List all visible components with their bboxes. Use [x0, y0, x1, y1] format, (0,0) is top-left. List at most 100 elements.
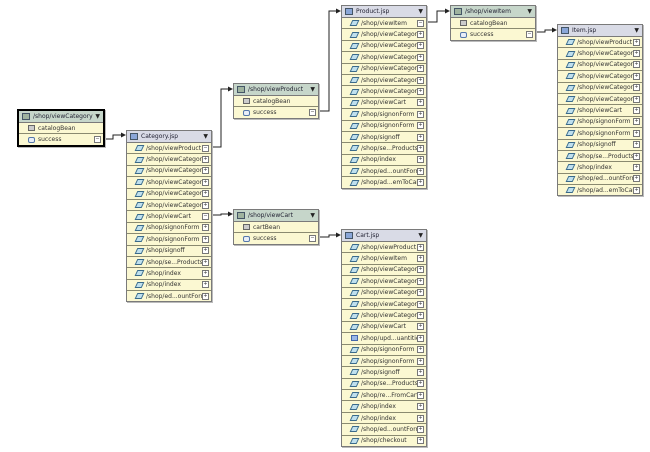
node-row[interactable]: /shop/index +	[127, 279, 211, 292]
node-row[interactable]: /shop/viewCategory +	[558, 59, 642, 72]
expand-icon[interactable]: +	[417, 437, 424, 445]
node-row[interactable]: /shop/viewCategory +	[342, 74, 426, 87]
expand-icon[interactable]: +	[202, 201, 209, 209]
node-row[interactable]: /shop/se...Products +	[558, 150, 642, 163]
node-header[interactable]: Category.jsp ▼	[127, 131, 211, 143]
node-row[interactable]: /shop/viewCategory +	[342, 264, 426, 277]
node-row[interactable]: /shop/signoff +	[558, 139, 642, 151]
expand-icon[interactable]: +	[417, 255, 424, 263]
node-row[interactable]: /shop/viewCart +	[342, 321, 426, 334]
node-row[interactable]: /shop/viewCategory +	[558, 82, 642, 94]
viewCart-action-node[interactable]: /shop/viewCart ▼ cartBean success −	[233, 209, 319, 245]
node-row[interactable]: /shop/viewCategory +	[342, 298, 426, 311]
node-header[interactable]: /shop/viewCategory ▼	[19, 111, 103, 123]
viewItem-action-node[interactable]: /shop/viewItem ▼ catalogBean success −	[450, 5, 536, 41]
chevron-down-icon[interactable]: ▼	[634, 27, 639, 34]
node-row[interactable]: catalogBean	[234, 96, 318, 108]
expand-icon[interactable]: +	[417, 368, 424, 376]
expand-icon[interactable]: +	[417, 99, 424, 107]
node-row[interactable]: /shop/checkout +	[342, 435, 426, 447]
node-row[interactable]: /shop/signonForm +	[342, 344, 426, 356]
expand-icon[interactable]: +	[417, 266, 424, 274]
node-row[interactable]: /shop/viewCart −	[127, 211, 211, 223]
viewProduct-action-node[interactable]: /shop/viewProduct ▼ catalogBean success …	[233, 83, 319, 119]
expand-icon[interactable]: +	[202, 190, 209, 198]
node-header[interactable]: /shop/viewProduct ▼	[234, 84, 318, 96]
expand-icon[interactable]: +	[633, 118, 640, 126]
expand-icon[interactable]: +	[633, 50, 640, 58]
expand-icon[interactable]: +	[417, 179, 424, 187]
node-row[interactable]: success −	[234, 233, 318, 244]
collapse-icon[interactable]: −	[202, 144, 209, 152]
expand-icon[interactable]: +	[417, 425, 424, 433]
node-row[interactable]: /shop/se...Products +	[342, 378, 426, 391]
expand-icon[interactable]: +	[417, 346, 424, 354]
node-row[interactable]: /shop/se...Products +	[342, 143, 426, 155]
chevron-down-icon[interactable]: ▼	[203, 133, 208, 140]
node-row[interactable]: /shop/viewCategory +	[342, 63, 426, 75]
node-row[interactable]: /shop/se...Products +	[127, 256, 211, 269]
chevron-down-icon[interactable]: ▼	[95, 113, 100, 120]
node-row[interactable]: /shop/viewCategory +	[558, 93, 642, 106]
expand-icon[interactable]: +	[417, 156, 424, 164]
chevron-down-icon[interactable]: ▼	[527, 8, 532, 15]
expand-icon[interactable]: +	[633, 95, 640, 103]
node-row[interactable]: success −	[234, 107, 318, 118]
node-row[interactable]: /shop/index +	[127, 268, 211, 280]
node-row[interactable]: /shop/upd...uantities +	[342, 333, 426, 345]
node-row[interactable]: /shop/signoff +	[342, 367, 426, 379]
category-jsp-node[interactable]: Category.jsp ▼ /shop/viewProduct − /shop…	[126, 130, 212, 303]
node-row[interactable]: /shop/viewProduct −	[127, 143, 211, 155]
expand-icon[interactable]: +	[202, 156, 209, 164]
node-row[interactable]: /shop/viewCategory +	[127, 188, 211, 200]
chevron-down-icon[interactable]: ▼	[418, 8, 423, 15]
expand-icon[interactable]: +	[633, 61, 640, 69]
node-row[interactable]: /shop/viewItem −	[342, 18, 426, 30]
expand-icon[interactable]: +	[417, 42, 424, 50]
expand-icon[interactable]: +	[417, 414, 424, 422]
expand-icon[interactable]: +	[417, 277, 424, 285]
expand-icon[interactable]: +	[202, 224, 209, 232]
node-row[interactable]: /shop/signonForm +	[342, 120, 426, 132]
node-row[interactable]: /shop/ad...emToCart +	[558, 185, 642, 196]
node-row[interactable]: /shop/re...FromCart +	[342, 390, 426, 402]
node-row[interactable]: /shop/index +	[558, 162, 642, 174]
expand-icon[interactable]: +	[202, 292, 209, 300]
node-row[interactable]: /shop/viewItem +	[342, 253, 426, 265]
expand-icon[interactable]: +	[417, 65, 424, 73]
node-row[interactable]: /shop/signoff +	[342, 131, 426, 144]
expand-icon[interactable]: +	[633, 163, 640, 171]
node-row[interactable]: /shop/viewCategory +	[558, 48, 642, 60]
expand-icon[interactable]: +	[417, 357, 424, 365]
expand-icon[interactable]: +	[417, 391, 424, 399]
node-row[interactable]: /shop/viewCart +	[558, 105, 642, 117]
expand-icon[interactable]: +	[417, 53, 424, 61]
collapse-icon[interactable]: −	[202, 213, 209, 221]
node-row[interactable]: /shop/viewCategory +	[127, 199, 211, 212]
product-jsp-node[interactable]: Product.jsp ▼ /shop/viewItem − /shop/vie…	[341, 5, 427, 189]
node-row[interactable]: /shop/viewCategory +	[342, 287, 426, 299]
chevron-down-icon[interactable]: ▼	[310, 86, 315, 93]
viewCategory-action-node[interactable]: /shop/viewCategory ▼ catalogBean success…	[17, 109, 105, 147]
expand-icon[interactable]: +	[202, 269, 209, 277]
expand-icon[interactable]: +	[202, 258, 209, 266]
node-row[interactable]: success −	[451, 29, 535, 40]
node-row[interactable]: catalogBean	[451, 18, 535, 30]
expand-icon[interactable]: +	[417, 144, 424, 152]
node-row[interactable]: /shop/viewCategory +	[127, 165, 211, 178]
node-row[interactable]: catalogBean	[19, 123, 103, 135]
node-row[interactable]: /shop/ed...ountForm +	[342, 424, 426, 436]
node-row[interactable]: /shop/index +	[342, 154, 426, 167]
expand-icon[interactable]: +	[417, 300, 424, 308]
expand-icon[interactable]: +	[417, 122, 424, 130]
node-row[interactable]: /shop/signoff +	[127, 245, 211, 257]
node-row[interactable]: /shop/signonForm +	[127, 222, 211, 235]
node-row[interactable]: /shop/index +	[342, 412, 426, 425]
node-header[interactable]: /shop/viewCart ▼	[234, 210, 318, 222]
node-row[interactable]: /shop/viewCart +	[342, 97, 426, 110]
expand-icon[interactable]: +	[417, 403, 424, 411]
expand-icon[interactable]: +	[417, 243, 424, 251]
node-row[interactable]: /shop/ed...ountForm +	[342, 166, 426, 178]
node-header[interactable]: Product.jsp ▼	[342, 6, 426, 18]
node-row[interactable]: /shop/viewProduct +	[342, 242, 426, 254]
